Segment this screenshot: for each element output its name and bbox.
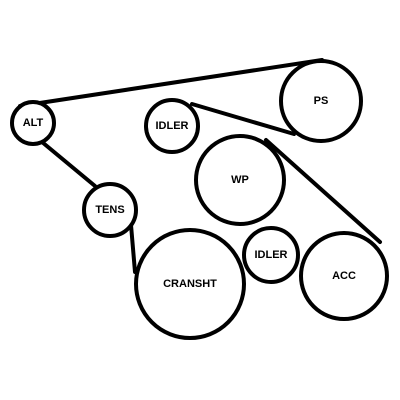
pulley-cransht-label: CRANSHT bbox=[163, 278, 217, 290]
belt-segment-wp-acc bbox=[264, 138, 382, 244]
pulley-idler-top-circle bbox=[144, 98, 200, 154]
pulley-alt: ALT bbox=[10, 100, 56, 146]
pulley-tens: TENS bbox=[82, 182, 138, 238]
pulley-ps: PS bbox=[279, 59, 363, 143]
pulley-cransht: CRANSHT bbox=[134, 228, 246, 340]
pulley-acc: ACC bbox=[299, 231, 389, 321]
pulley-idler-top: IDLER bbox=[144, 98, 200, 154]
pulley-idler-top-label: IDLER bbox=[156, 120, 189, 132]
pulley-ps-label: PS bbox=[314, 95, 329, 107]
pulley-cransht-circle bbox=[134, 228, 246, 340]
pulley-acc-circle bbox=[299, 231, 389, 321]
pulley-wp-label: WP bbox=[231, 174, 249, 186]
pulley-alt-label: ALT bbox=[23, 117, 44, 129]
belt-segment-idler-ps bbox=[190, 102, 296, 136]
pulley-idler-bottom-circle bbox=[242, 226, 300, 284]
belt-segment-alt-ps bbox=[18, 58, 324, 108]
pulley-alt-circle bbox=[10, 100, 56, 146]
belt-segment-alt-tens bbox=[40, 140, 97, 188]
belt bbox=[18, 58, 382, 274]
pulley-acc-label: ACC bbox=[332, 270, 356, 282]
pulley-wp-circle bbox=[194, 134, 286, 226]
pulley-idler-bottom-label: IDLER bbox=[255, 249, 288, 261]
pulley-idler-bottom: IDLER bbox=[242, 226, 300, 284]
belt-segment-tens-cransht bbox=[129, 223, 137, 274]
pulley-wp: WP bbox=[194, 134, 286, 226]
pulley-ps-circle bbox=[279, 59, 363, 143]
pulley-tens-label: TENS bbox=[95, 204, 124, 216]
pulley-tens-circle bbox=[82, 182, 138, 238]
